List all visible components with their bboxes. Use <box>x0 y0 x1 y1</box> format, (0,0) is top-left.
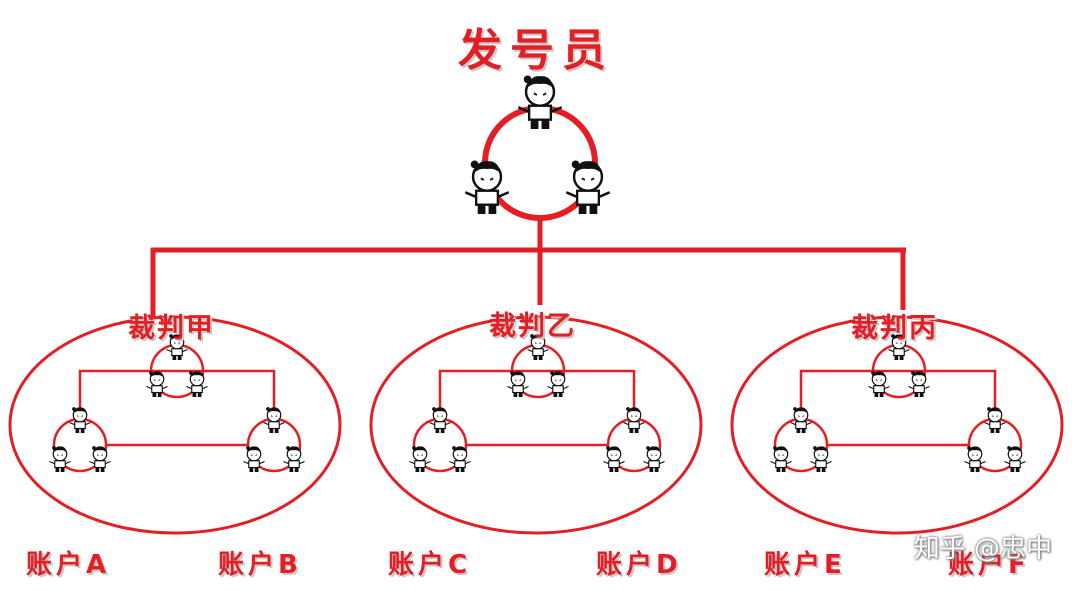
issuer-person-top-icon <box>517 74 563 131</box>
judge-branch <box>438 369 636 410</box>
account-label-d: 账户D <box>596 550 682 580</box>
judge-label-1: 裁判甲 <box>128 313 215 344</box>
issuer-title: 发号员 <box>458 25 614 76</box>
watermark: 知乎 @忠中 <box>913 534 1052 564</box>
account-label-c: 账户C <box>388 550 472 580</box>
judge-ellipse <box>730 315 1064 535</box>
account-label-a: 账户A <box>26 550 111 580</box>
judge-ellipse <box>369 315 703 535</box>
account-label-f: 账户F <box>948 550 1030 580</box>
account-label-e: 账户E <box>764 550 846 580</box>
judge-group-1 <box>8 315 342 535</box>
judge-group-2 <box>369 315 703 535</box>
judge-group-3 <box>730 315 1064 535</box>
account-label-b: 账户B <box>218 550 302 580</box>
judge-label-3: 裁判丙 <box>851 313 938 344</box>
judge-branch <box>799 369 997 410</box>
judge-label-2: 裁判乙 <box>489 311 576 342</box>
judge-ellipse <box>8 315 342 535</box>
judge-branch <box>78 369 276 410</box>
